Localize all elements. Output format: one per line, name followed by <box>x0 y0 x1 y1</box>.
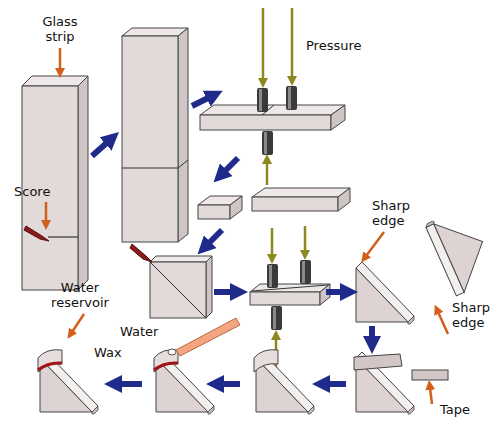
glass-knife <box>356 262 414 324</box>
breaking-press <box>200 8 345 185</box>
callout-label: Glass strip <box>34 14 86 44</box>
callout-label: Water reservoir <box>40 280 120 310</box>
diagonal-press <box>250 226 330 372</box>
glass-square <box>130 244 212 318</box>
callout-label: Score <box>14 184 64 199</box>
leader-arrows <box>46 48 448 404</box>
step-arrows <box>92 96 372 384</box>
callout-label: Wax <box>94 345 134 360</box>
reservoir-knife <box>254 350 314 414</box>
callout-label: Water <box>120 324 170 339</box>
glass-strip <box>22 76 88 290</box>
callout-label: Pressure <box>306 38 386 53</box>
finished-knife <box>38 350 98 414</box>
glass-knife <box>407 220 483 298</box>
wax-knife <box>154 318 240 414</box>
callout-label: Tape <box>440 402 490 417</box>
broken-pieces <box>198 188 350 219</box>
callout-label: Sharp edge <box>452 300 498 330</box>
scored-strip <box>122 28 188 242</box>
taped-knife <box>354 352 448 414</box>
callout-label: Sharp edge <box>372 198 418 228</box>
